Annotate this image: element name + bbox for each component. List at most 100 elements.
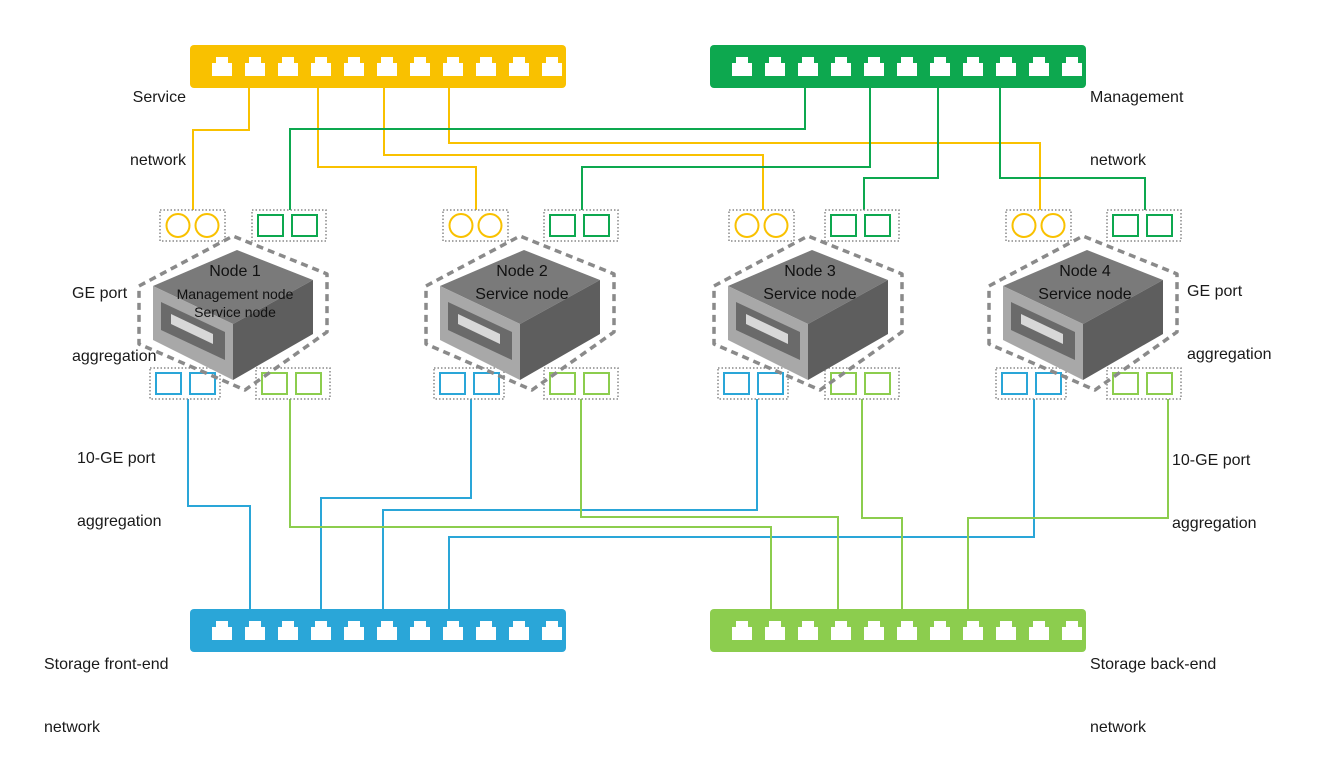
rj45-port-icon [509,57,529,76]
rj45-port-icon [476,57,496,76]
rj45-port-icon [831,621,851,640]
ge-port-icon [194,213,220,238]
storage-back-end-network-label: Storage back-end network [1090,612,1216,759]
node-title: Node 2 [496,263,548,280]
node-role-label: Management node [177,286,294,302]
storage-front-end-network-label-line1: Storage front-end [44,656,169,673]
service-network-switch [190,45,566,88]
port-icon [583,372,610,395]
rj45-port-icon [864,621,884,640]
port-icon [439,372,466,395]
node-3-ge-service-ports [728,209,795,242]
server-side-face [520,280,600,380]
rj45-port-icon [476,621,496,640]
port-icon [1146,372,1173,395]
node-outline [424,234,616,392]
network-cable [320,399,472,609]
service-network-label-line2: network [129,152,186,169]
rj45-port-icon [311,621,331,640]
server-top-face [728,250,888,324]
service-network-label-line1: Service [132,89,186,106]
ge-port-aggregation-label-left: GE port aggregation [72,241,157,388]
network-cable [967,399,1169,609]
network-cable [448,399,1035,609]
server-drive-slot [458,314,500,344]
tenge-port-aggregation-label-left: 10-GE port aggregation [77,406,162,553]
rj45-port-icon [377,57,397,76]
rj45-port-icon [996,621,1016,640]
network-cable [289,399,772,609]
ge-port-label-left-line2: aggregation [72,348,157,365]
ge-port-icon [1011,213,1037,238]
server-side-face [233,280,313,380]
port-icon [1112,214,1139,237]
network-switches [190,45,1086,652]
rj45-port-icon [509,621,529,640]
rj45-port-icon [1062,621,1082,640]
network-cable [383,88,764,210]
port-icon [723,372,750,395]
service-network-label: Service network [100,45,186,192]
port-icon [473,372,500,395]
port-icon [757,372,784,395]
network-cable [581,88,871,210]
node-3-10ge-back-end-ports [824,367,900,400]
rj45-port-icon [897,57,917,76]
port-icon [1146,214,1173,237]
rj45-port-icon [897,621,917,640]
node-port-groups [149,209,1182,400]
node-title: Node 3 [784,263,836,280]
back-end-network-switch [710,609,1086,652]
rj45-port-icon [732,57,752,76]
rj45-port-icon [443,57,463,76]
rj45-port-icon [212,57,232,76]
management-network-label-line1: Management [1090,89,1184,106]
ge-port-icon [763,213,789,238]
rj45-port-icon [1029,57,1049,76]
node-1-ge-service-ports [159,209,226,242]
node-2-ge-service-ports [442,209,509,242]
port-icon [1112,372,1139,395]
management-network-label: Management network [1090,45,1183,192]
node-outline [137,234,329,392]
server-drive-slot [746,314,788,344]
ge-port-icon [734,213,760,238]
node-outline [712,234,904,392]
rj45-port-icon [377,621,397,640]
rj45-port-icon [311,57,331,76]
network-cable [580,399,839,609]
port-icon [549,372,576,395]
rj45-port-icon [1062,57,1082,76]
server-top-face [153,250,313,324]
node-role-label: Service node [475,286,568,303]
rj45-port-icon [542,621,562,640]
rj45-port-icon [245,621,265,640]
rj45-port-icon [963,57,983,76]
network-cable [448,88,1041,210]
rj45-port-icon [344,621,364,640]
ge-port-icon [448,213,474,238]
rj45-port-icon [245,57,265,76]
front-end-network-switch [190,609,566,652]
rj45-port-icon [930,57,950,76]
port-icon [830,372,857,395]
node-2-10ge-front-end-ports [433,367,505,400]
rj45-port-icon [732,621,752,640]
ge-port-label-right-line2: aggregation [1187,346,1272,363]
port-icon [583,214,610,237]
network-cable [192,88,250,210]
network-cable [187,399,251,609]
port-icon [864,214,891,237]
port-icon [291,214,318,237]
port-icon [295,372,322,395]
ge-port-icon [165,213,191,238]
rj45-port-icon [542,57,562,76]
port-icon [257,214,284,237]
tenge-port-aggregation-label-right: 10-GE port aggregation [1172,408,1257,555]
network-cable [289,88,806,210]
server-side-face [1083,280,1163,380]
rj45-port-icon [930,621,950,640]
